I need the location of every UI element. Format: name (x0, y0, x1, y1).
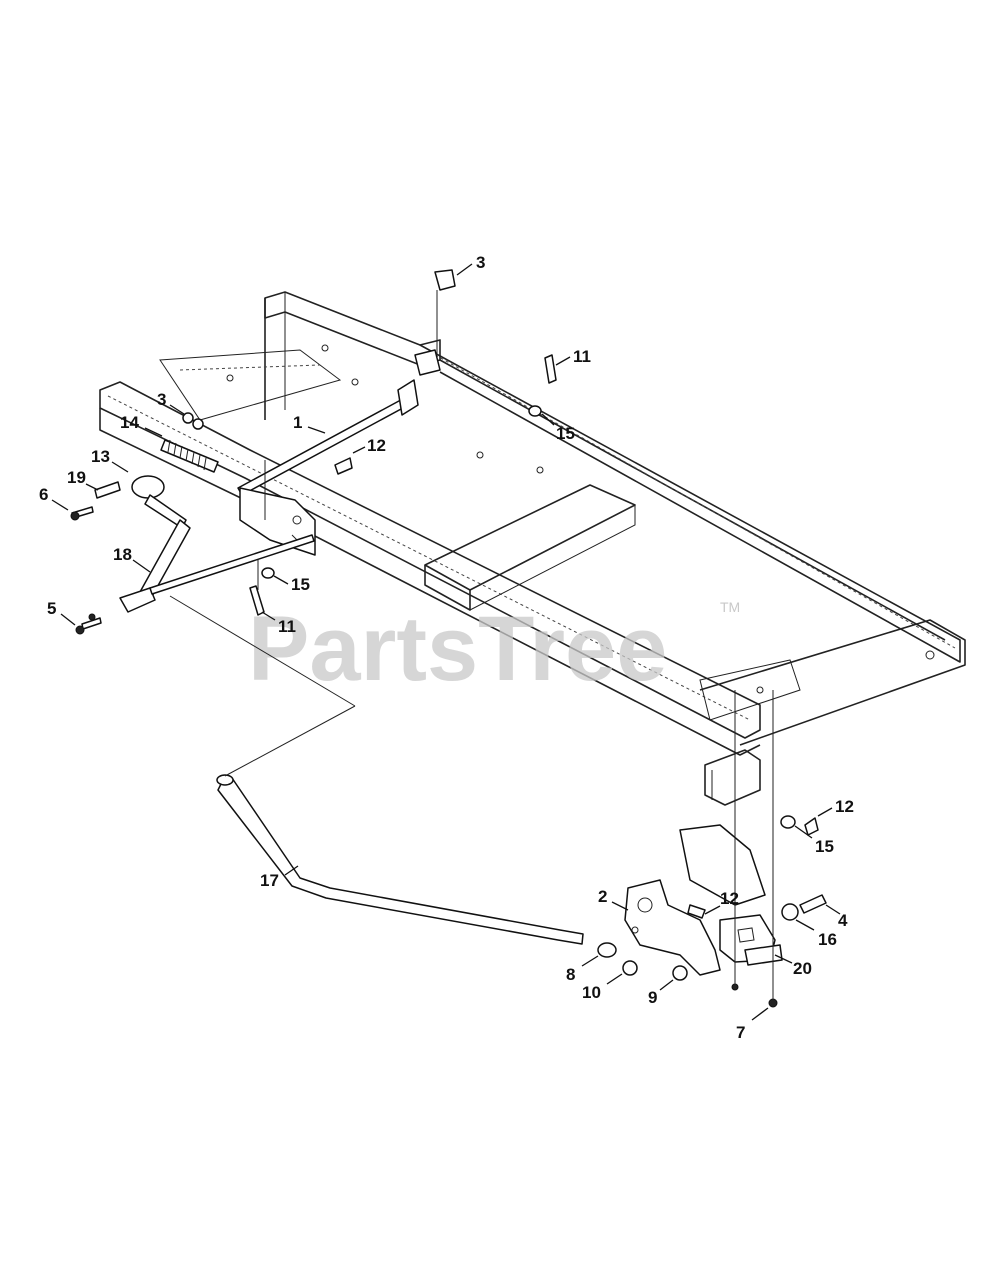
callout-15: 15 (815, 837, 834, 856)
callout-17: 17 (260, 871, 279, 890)
callout-2: 2 (598, 887, 607, 906)
watermark-trademark: TM (720, 599, 740, 615)
callout-1: 1 (293, 413, 302, 432)
callout-4: 4 (838, 911, 848, 930)
callout-12: 12 (720, 889, 739, 908)
callout-10: 10 (582, 983, 601, 1002)
lift-handle-arm (119, 475, 191, 613)
spring (160, 439, 219, 473)
parts-tree-watermark: PartsTree TM (248, 598, 740, 700)
callout-5: 5 (47, 599, 56, 618)
callout-8: 8 (566, 965, 575, 984)
callout-6: 6 (39, 485, 48, 504)
callout-16: 16 (818, 930, 837, 949)
pin-and-bolts (70, 481, 121, 635)
chassis-frame (99, 291, 966, 806)
watermark-text: PartsTree (248, 598, 667, 700)
callouts: 3 11 15 1 12 3 14 13 19 6 18 15 5 11 12 … (39, 253, 854, 1042)
callout-7: 7 (736, 1023, 745, 1042)
callout-15: 15 (291, 575, 310, 594)
callout-3: 3 (476, 253, 485, 272)
assembly-lines (169, 290, 774, 1000)
lift-link-rod (149, 534, 315, 595)
callout-12: 12 (835, 797, 854, 816)
callout-19: 19 (67, 468, 86, 487)
callout-9: 9 (648, 988, 657, 1007)
callout-12: 12 (367, 436, 386, 455)
deck-lift-rod (216, 774, 584, 945)
callout-3: 3 (157, 390, 166, 409)
small-hardware-front (597, 894, 827, 1008)
callout-13: 13 (91, 447, 110, 466)
front-bracket-assembly (624, 824, 783, 976)
callout-15: 15 (556, 424, 575, 443)
small-hardware-rear (182, 269, 819, 836)
callout-11: 11 (573, 347, 591, 366)
callout-14: 14 (120, 413, 139, 432)
callout-20: 20 (793, 959, 812, 978)
callout-11: 11 (278, 617, 296, 636)
callout-18: 18 (113, 545, 132, 564)
